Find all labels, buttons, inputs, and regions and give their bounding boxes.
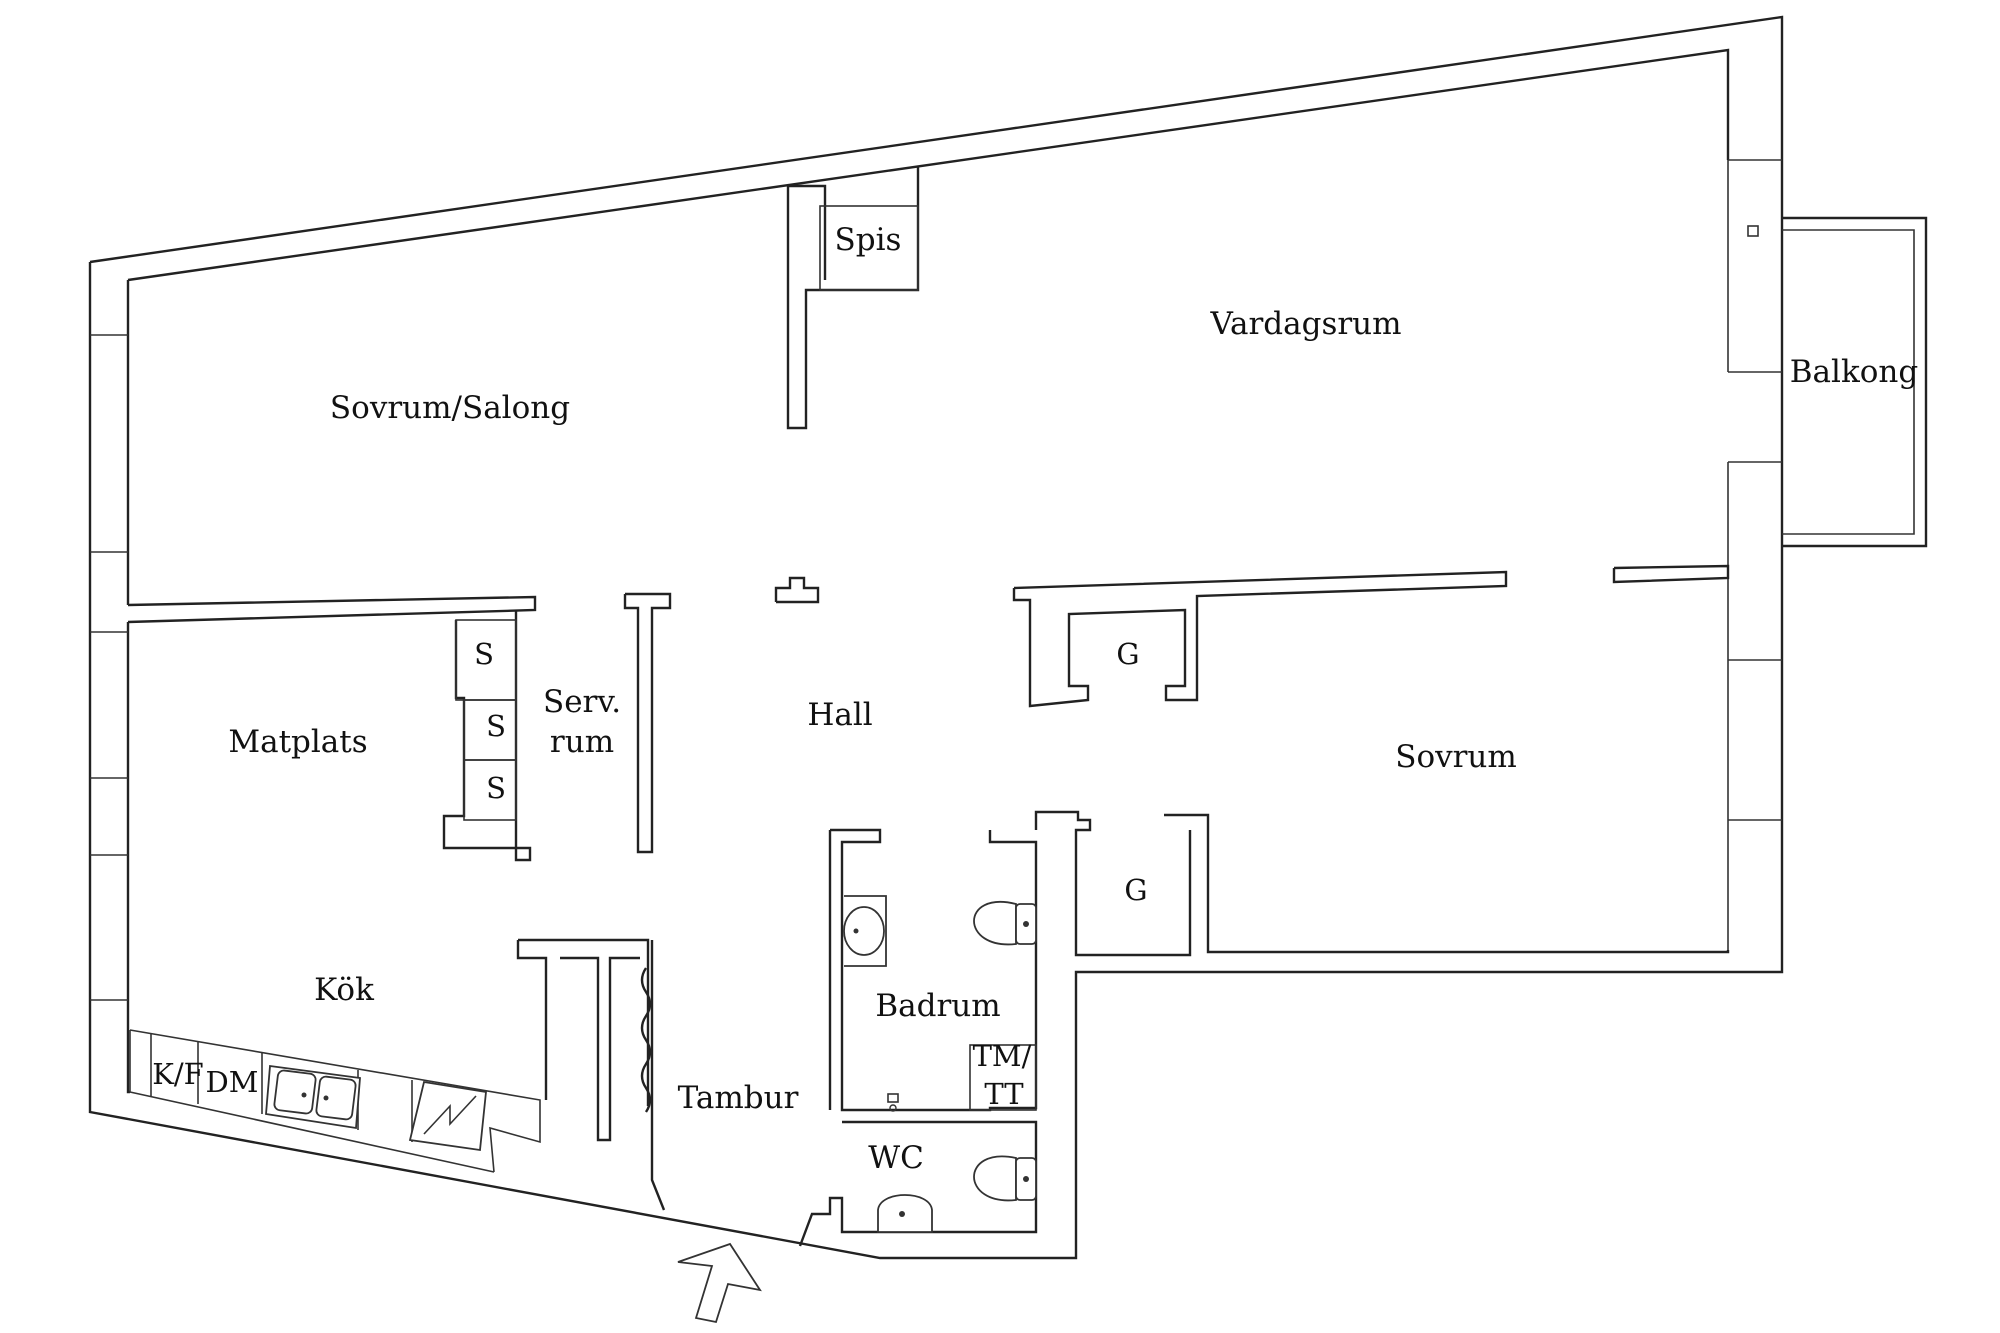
label-sovrum-salong: Sovrum/Salong [330,390,570,426]
label-dishwasher: DM [206,1065,259,1099]
sink-icon [265,1064,361,1130]
washbasin-icon-wc [877,1194,933,1233]
label-tambur: Tambur [678,1080,799,1116]
toilet-icon [973,901,1037,946]
label-matplats: Matplats [228,724,367,760]
label-fridge-freezer: K/F [152,1057,204,1091]
label-storage-3: S [486,771,506,805]
outer-walls [88,15,1784,1260]
label-spis: Spis [835,222,902,258]
interior-walls [127,166,1730,1247]
label-balkong: Balkong [1790,354,1918,390]
balcony [1782,216,1928,548]
label-serv-line2: rum [550,724,614,760]
label-washer-line2: TT [984,1077,1024,1111]
label-wardrobe-2: G [1124,873,1147,907]
curtain [640,967,652,1113]
toilet-icon-wc [973,1155,1037,1202]
label-storage-2: S [486,709,506,743]
label-washer-line1: TM/ [973,1039,1032,1073]
label-vardagsrum: Vardagsrum [1209,306,1401,342]
kitchen [129,1029,541,1173]
washbasin-icon [843,895,887,967]
entrance-arrow-icon [677,1242,762,1324]
label-badrum: Badrum [875,988,1000,1024]
label-serv-line1: Serv. [543,684,621,720]
label-kok: Kök [314,972,374,1008]
label-wardrobe-1: G [1116,637,1139,671]
floor-drain-icon [887,1093,899,1112]
label-wc: WC [868,1140,924,1176]
label-hall: Hall [807,697,872,733]
label-storage-1: S [474,637,494,671]
label-sovrum: Sovrum [1395,739,1517,775]
stove-icon [408,1080,487,1152]
